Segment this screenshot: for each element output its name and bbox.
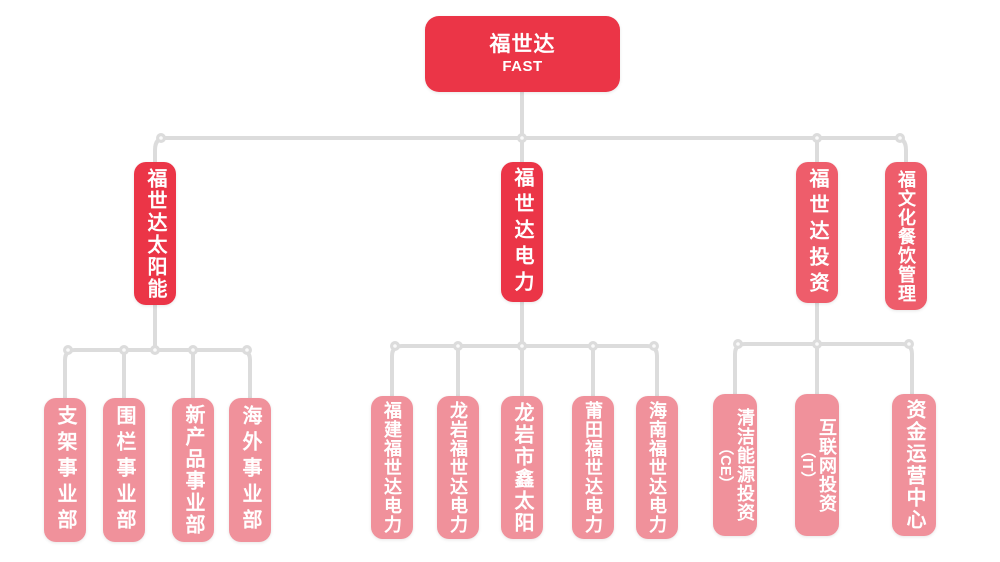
org-node-capital-operation-center: 资金运营中心 [892, 394, 936, 536]
org-root-name: 福世达 [489, 32, 556, 56]
child-label: 新产品事业部 [182, 404, 204, 536]
org-node-internet-investment: 互联网投资 （IT） [795, 394, 839, 536]
branch-label: 福世达电力 [511, 167, 533, 297]
child-label: 资金运营中心 [903, 399, 925, 531]
org-node-fence-division: 围栏事业部 [103, 398, 145, 542]
child-label: 互联网投资 [817, 417, 837, 513]
child-label: 福建福世达电力 [382, 401, 402, 534]
org-node-fushida-solar: 福世达太阳能 [134, 162, 176, 305]
org-node-bracket-division: 支架事业部 [44, 398, 86, 542]
branch-label: 福世达太阳能 [144, 167, 166, 300]
child-label: 海外事业部 [239, 405, 261, 535]
org-node-fujian-power: 福建福世达电力 [371, 396, 413, 539]
two-column-label: 互联网投资 （IT） [798, 417, 837, 513]
junction-dots [63, 133, 914, 355]
child-sublabel: （IT） [799, 443, 816, 487]
org-node-putian-power: 莆田福世达电力 [572, 396, 614, 539]
branch-label: 福世达投资 [806, 167, 828, 298]
child-label: 龙岩市鑫太阳 [511, 401, 533, 534]
child-sublabel: （CE） [717, 439, 734, 491]
two-column-label: 清洁能源投资 （CE） [716, 408, 755, 522]
org-node-clean-energy-investment: 清洁能源投资 （CE） [713, 394, 757, 536]
org-node-overseas-division: 海外事业部 [229, 398, 271, 542]
child-label: 围栏事业部 [113, 405, 135, 535]
org-node-fushida-power: 福世达电力 [501, 162, 543, 302]
child-label: 海南福世达电力 [647, 401, 667, 534]
child-label: 龙岩福世达电力 [448, 401, 468, 534]
org-node-longyan-power: 龙岩福世达电力 [437, 396, 479, 539]
org-node-hainan-power: 海南福世达电力 [636, 396, 678, 539]
org-root-subtitle: FAST [502, 57, 543, 75]
child-label: 莆田福世达电力 [583, 401, 603, 534]
org-node-longyan-xin-solar: 龙岩市鑫太阳 [501, 396, 543, 539]
org-node-root: 福世达 FAST [425, 16, 620, 92]
org-node-new-product-division: 新产品事业部 [172, 398, 214, 542]
child-label: 支架事业部 [54, 405, 76, 535]
branch-label: 福文化餐饮管理 [896, 169, 916, 303]
child-label: 清洁能源投资 [735, 408, 755, 522]
org-node-fushida-investment: 福世达投资 [796, 162, 838, 303]
org-node-fu-culture-catering: 福文化餐饮管理 [885, 162, 927, 310]
